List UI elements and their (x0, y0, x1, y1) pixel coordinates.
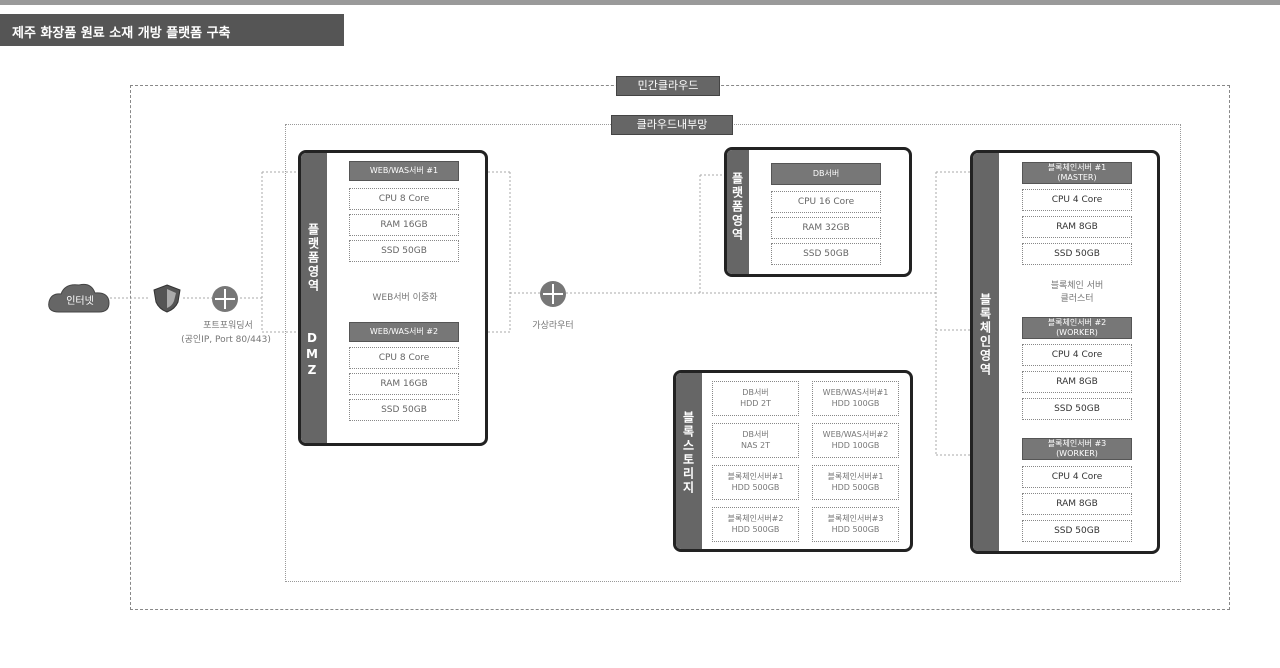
gateway-label-line1: 포트포워딩서 (203, 321, 253, 331)
storage-cell: 블록체인서버#1 HDD 500GB (812, 465, 899, 500)
web-was-server-1-ssd: SSD 50GB (349, 240, 459, 262)
blockchain-node-2-cpu: CPU 4 Core (1022, 344, 1132, 366)
blockchain-node-1-ram: RAM 8GB (1022, 216, 1132, 238)
blockchain-node-2-head: 블록체인서버 #2 (WORKER) (1022, 317, 1132, 339)
db-server-ram: RAM 32GB (771, 217, 881, 239)
blockchain-strip: 블록체인영역 (973, 153, 999, 551)
dmz-strip-top: 플랫폼영역 (306, 223, 320, 293)
block-storage-strip: 블록스토리지 (676, 373, 702, 549)
page-title: 제주 화장품 원료 소재 개방 플랫폼 구축 (0, 14, 344, 46)
db-server-cpu: CPU 16 Core (771, 191, 881, 213)
router-icon (212, 286, 238, 312)
private-cloud-label: 민간클라우드 (616, 76, 720, 96)
gateway-label-line2: (공인IP, Port 80/443) (181, 335, 271, 345)
cloud-icon (48, 283, 110, 313)
blockchain-node-1-cpu: CPU 4 Core (1022, 189, 1132, 211)
node-3-role: (WORKER) (1056, 449, 1098, 458)
web-was-server-2-ram: RAM 16GB (349, 373, 459, 395)
blockchain-node-3-ram: RAM 8GB (1022, 493, 1132, 515)
node-2-role: (WORKER) (1056, 328, 1098, 337)
blockchain-node-2-ssd: SSD 50GB (1022, 398, 1132, 420)
blockchain-node-2-ram: RAM 8GB (1022, 371, 1132, 393)
internet-label: 인터넷 (66, 296, 94, 307)
blockchain-cluster-label-line1: 블록체인 서버 (1050, 281, 1104, 291)
storage-cell: WEB/WAS서버#2 HDD 100GB (812, 423, 899, 458)
cloud-internal-boundary (285, 124, 1181, 582)
node-1-title: 블록체인서버 #1 (1047, 163, 1107, 172)
storage-cell: 블록체인서버#3 HDD 500GB (812, 507, 899, 542)
cloud-internal-label: 클라우드내부망 (611, 115, 733, 135)
web-redundancy-label: WEB서버 이중화 (372, 293, 438, 303)
web-was-server-1-cpu: CPU 8 Core (349, 188, 459, 210)
firewall-shield-icon (153, 284, 181, 313)
web-was-server-1-ram: RAM 16GB (349, 214, 459, 236)
node-3-title: 블록체인서버 #3 (1047, 439, 1107, 448)
dmz-strip: 플랫폼영역 DMZ (301, 153, 327, 443)
node-2-title: 블록체인서버 #2 (1047, 318, 1107, 327)
storage-cell: 블록체인서버#2 HDD 500GB (712, 507, 799, 542)
blockchain-cluster-label-line2: 클러스터 (1060, 294, 1094, 304)
blockchain-node-1-head: 블록체인서버 #1 (MASTER) (1022, 162, 1132, 184)
storage-cell: 블록체인서버#1 HDD 500GB (712, 465, 799, 500)
blockchain-node-3-cpu: CPU 4 Core (1022, 466, 1132, 488)
dmz-strip-bottom: DMZ (305, 331, 319, 379)
web-was-server-1-head: WEB/WAS서버 #1 (349, 161, 459, 181)
db-server-head: DB서버 (771, 163, 881, 185)
platform-db-strip-label: 플랫폼영역 (730, 172, 744, 242)
router-icon (540, 281, 566, 307)
storage-cell: DB서버 HDD 2T (712, 381, 799, 416)
blockchain-node-3-ssd: SSD 50GB (1022, 520, 1132, 542)
top-rule (0, 0, 1280, 5)
web-was-server-2-head: WEB/WAS서버 #2 (349, 322, 459, 342)
blockchain-node-1-ssd: SSD 50GB (1022, 243, 1132, 265)
block-storage-strip-label: 블록스토리지 (681, 411, 695, 495)
blockchain-node-3-head: 블록체인서버 #3 (WORKER) (1022, 438, 1132, 460)
db-server-ssd: SSD 50GB (771, 243, 881, 265)
storage-cell: WEB/WAS서버#1 HDD 100GB (812, 381, 899, 416)
platform-db-strip: 플랫폼영역 (727, 150, 749, 274)
storage-cell: DB서버 NAS 2T (712, 423, 799, 458)
node-1-role: (MASTER) (1057, 173, 1097, 182)
virtual-router-label: 가상라우터 (532, 321, 574, 331)
blockchain-strip-label: 블록체인영역 (978, 293, 992, 377)
web-was-server-2-ssd: SSD 50GB (349, 399, 459, 421)
web-was-server-2-cpu: CPU 8 Core (349, 347, 459, 369)
